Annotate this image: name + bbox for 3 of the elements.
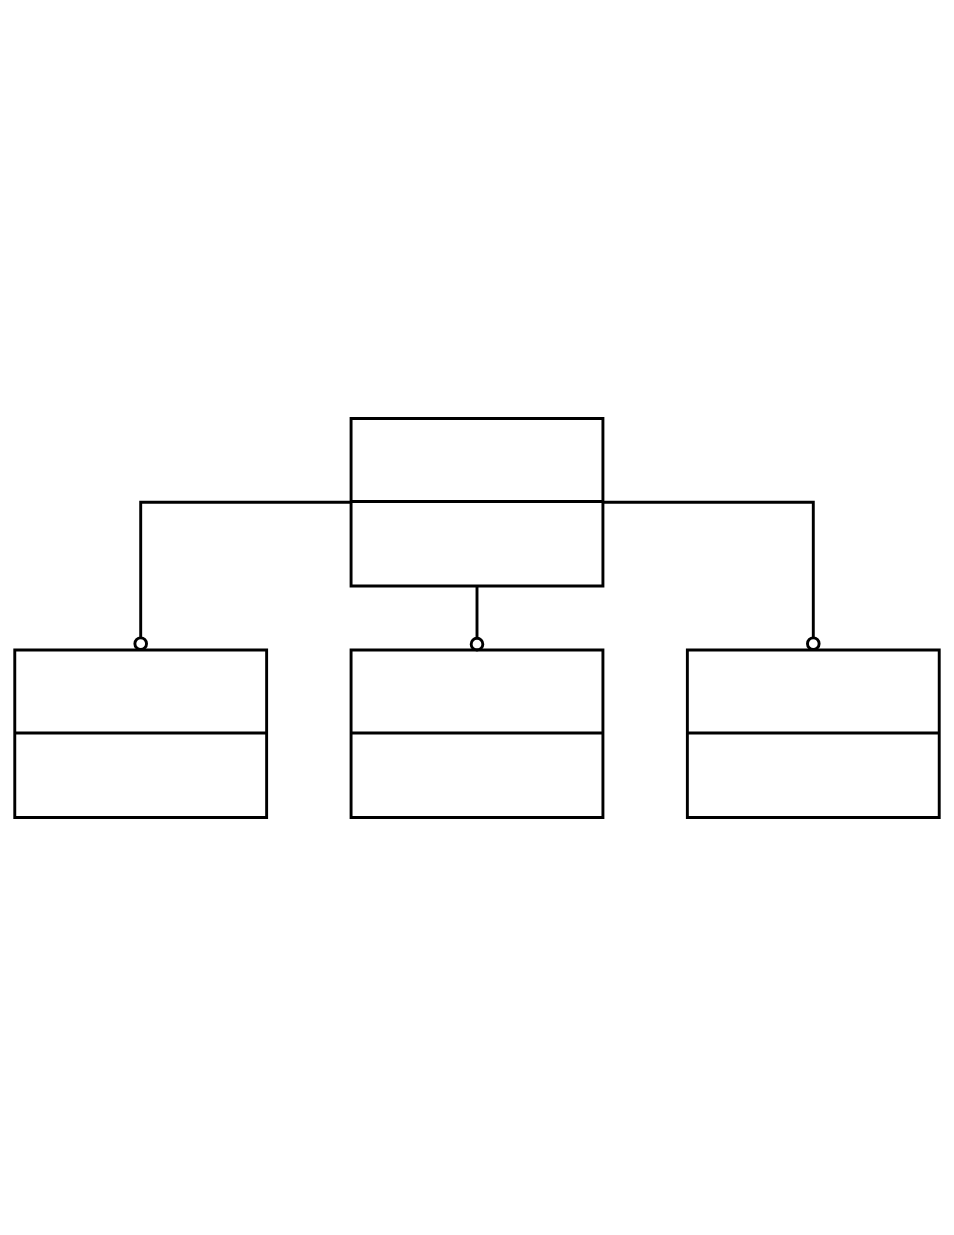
- connector: [469, 586, 485, 651]
- connector: [133, 500, 351, 651]
- connector: [603, 500, 821, 651]
